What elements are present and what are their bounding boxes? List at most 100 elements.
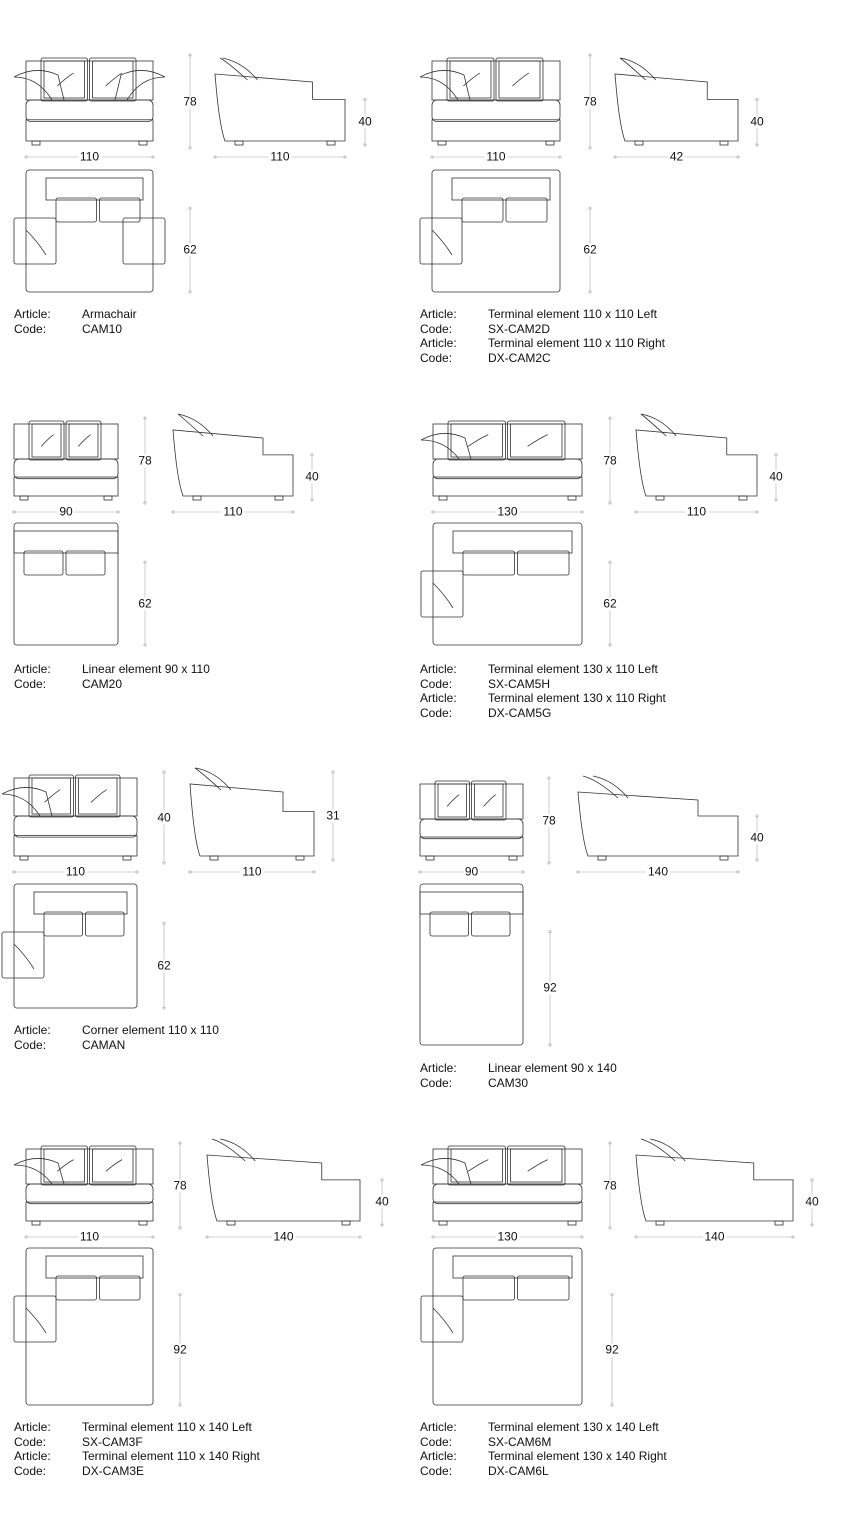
foot xyxy=(138,140,148,146)
dim-tick xyxy=(610,1403,614,1407)
top-arm-pillow xyxy=(13,1295,57,1343)
code-label: Code: xyxy=(420,350,453,365)
seat-height-dimension: 40 xyxy=(303,469,321,484)
top-backrest xyxy=(45,177,144,201)
article-label: Article: xyxy=(14,307,51,321)
dim-tick xyxy=(558,155,562,159)
side-pillow xyxy=(219,57,258,81)
dim-tick xyxy=(418,870,422,874)
dim-tick xyxy=(431,510,435,514)
code-row: Code:SX-CAM3F xyxy=(14,1435,260,1450)
dim-tick xyxy=(363,97,367,101)
side-profile xyxy=(214,73,346,142)
front-view xyxy=(13,57,166,146)
seat-height-dimension: 40 xyxy=(803,1194,821,1209)
dim-tick xyxy=(178,1293,182,1297)
dim-tick xyxy=(608,501,612,505)
article-label: Article: xyxy=(420,662,457,676)
foot xyxy=(31,140,41,146)
foot xyxy=(209,855,219,861)
cushion-inner xyxy=(450,1148,503,1183)
dim-tick xyxy=(178,1141,182,1145)
side-profile xyxy=(206,1154,361,1222)
cushion xyxy=(495,57,544,102)
cushion-fold xyxy=(446,794,460,807)
top-view xyxy=(13,522,119,646)
seat-cushion xyxy=(432,1183,583,1205)
side-profile xyxy=(614,73,739,142)
top-cushion xyxy=(471,911,511,937)
cushion-fold xyxy=(57,72,74,87)
code-label: Code: xyxy=(420,1434,453,1449)
top-depth-dimension: 92 xyxy=(171,1342,189,1357)
dim-tick xyxy=(588,206,592,210)
top-cushion xyxy=(65,550,106,576)
top-cushion xyxy=(505,197,548,223)
dim-tick xyxy=(613,155,617,159)
armrest-pillow xyxy=(1,787,53,817)
dim-tick xyxy=(774,453,778,457)
side-pillow xyxy=(582,775,629,799)
cushion-inner xyxy=(43,1148,85,1183)
dim-tick xyxy=(634,510,638,514)
top-outline xyxy=(432,522,583,646)
dim-tick xyxy=(143,416,147,420)
top-arm-pillow xyxy=(1,931,45,979)
side-profile xyxy=(635,1154,794,1222)
article-row: Article:Terminal element 130 x 110 Right xyxy=(420,691,666,706)
foot xyxy=(122,855,132,861)
code-label: Code: xyxy=(420,676,453,691)
armrest-pillow xyxy=(13,1158,65,1185)
foot xyxy=(719,140,729,146)
height-dimension: 78 xyxy=(581,94,599,108)
sofa-base xyxy=(25,1201,154,1222)
cushion-inner xyxy=(68,423,99,458)
seat-height-dimension: 40 xyxy=(767,469,785,484)
pillow-fold xyxy=(13,943,35,970)
dim-tick xyxy=(312,870,316,874)
foot xyxy=(295,855,305,861)
dim-tick xyxy=(310,453,314,457)
top-cushion xyxy=(461,197,504,223)
side-pillow xyxy=(211,1138,256,1162)
dim-tick xyxy=(610,1293,614,1297)
dim-tick xyxy=(576,870,580,874)
width-dimension: 110 xyxy=(77,149,102,164)
dim-tick xyxy=(24,155,28,159)
height-dimension: 78 xyxy=(136,453,154,467)
cushion-inner xyxy=(92,1148,134,1183)
top-arm-pillow xyxy=(419,217,463,265)
code-value: CAM30 xyxy=(488,1075,529,1090)
armrest-pillow xyxy=(419,70,471,101)
dim-tick xyxy=(634,1235,638,1239)
top-view xyxy=(420,522,583,646)
article-label: Article: xyxy=(420,691,457,706)
foot xyxy=(326,140,336,146)
product-2-drawing xyxy=(12,413,314,647)
height-dimension: 78 xyxy=(181,94,199,108)
article-value: Terminal element 110 x 110 Left xyxy=(488,307,657,321)
front-view xyxy=(13,1145,154,1226)
foot xyxy=(226,1220,236,1226)
dim-tick xyxy=(358,1235,362,1239)
code-value: DX-CAM5G xyxy=(488,705,552,720)
front-view xyxy=(420,1145,583,1226)
cushion-fold xyxy=(77,434,91,447)
cushion xyxy=(40,1145,88,1186)
side-view xyxy=(577,775,739,861)
top-cushion xyxy=(55,197,97,223)
dim-tick xyxy=(162,861,166,865)
top-depth-dimension: 92 xyxy=(603,1342,621,1357)
top-arm-pillow xyxy=(420,570,464,618)
dim-tick xyxy=(331,770,335,774)
cushion-fold xyxy=(483,794,496,807)
height-dimension: 78 xyxy=(601,1178,619,1192)
dim-tick xyxy=(755,858,759,862)
code-row: Code:DX-CAM3E xyxy=(14,1464,260,1479)
top-view xyxy=(13,1247,154,1406)
code-value: CAM10 xyxy=(82,321,123,336)
foot xyxy=(438,495,448,501)
dim-tick xyxy=(521,870,525,874)
